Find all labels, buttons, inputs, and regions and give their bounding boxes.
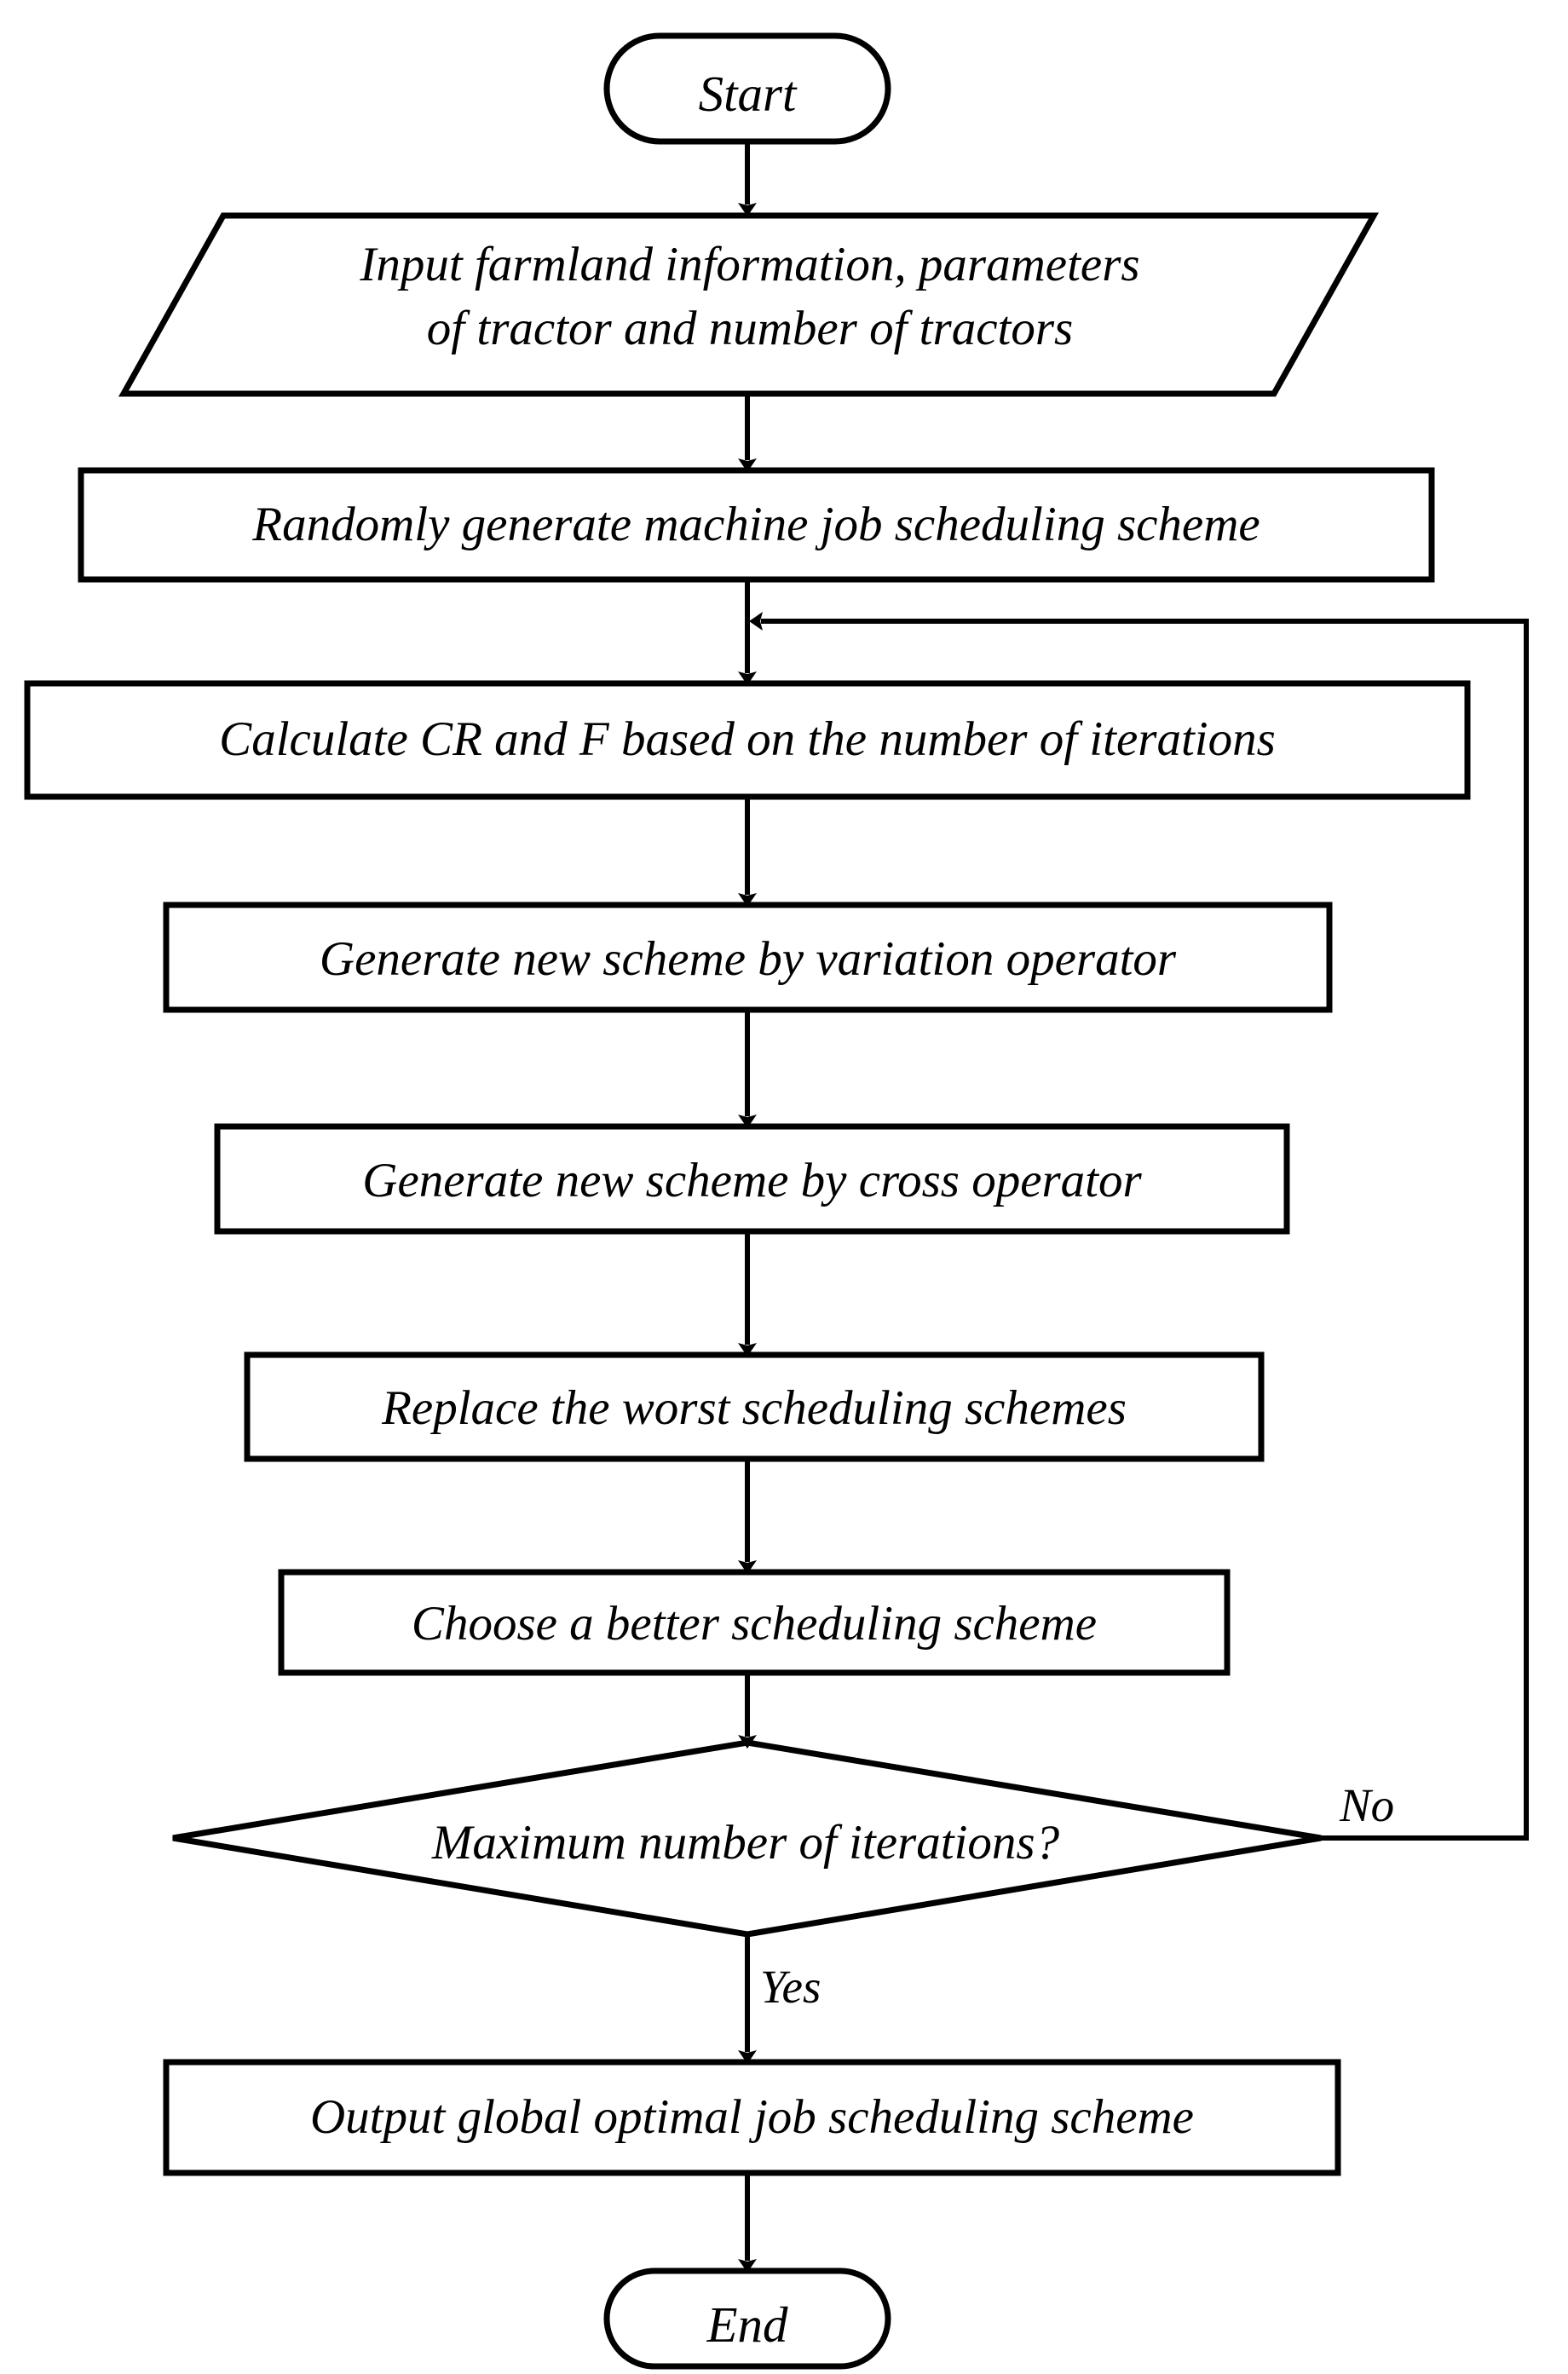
- node-cross-shape: [214, 1123, 1290, 1235]
- node-variation-shape: [163, 902, 1333, 1013]
- node-start-shape: [603, 32, 891, 145]
- node-calc-shape: [24, 680, 1471, 800]
- edge-label-no: No: [1340, 1779, 1395, 1831]
- edge-decision-no-loopback: [749, 612, 1529, 1841]
- node-end-shape: [603, 2267, 891, 2370]
- node-random-shape: [78, 467, 1435, 583]
- node-decision-shape: [172, 1739, 1322, 1938]
- node-choose-shape: [278, 1569, 1231, 1676]
- node-input-shape: [118, 212, 1379, 397]
- edge-label-yes: Yes: [760, 1961, 821, 2013]
- node-output-shape: [163, 2059, 1341, 2176]
- node-replace-shape: [244, 1351, 1265, 1462]
